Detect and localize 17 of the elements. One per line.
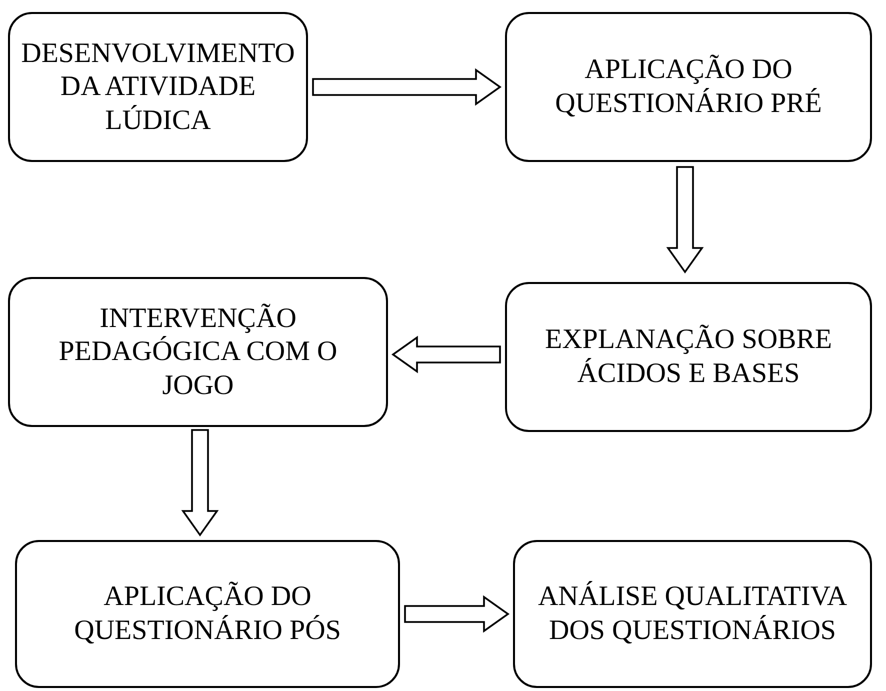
box-label: APLICAÇÃO DO QUESTIONÁRIO PÓS — [73, 580, 342, 648]
block-arrow — [666, 166, 704, 274]
block-arrow — [391, 336, 501, 374]
process-box — [505, 282, 872, 432]
box-label: ANÁLISE QUALITATIVA DOS QUESTIONÁRIOS — [536, 580, 848, 648]
box-label: EXPLANAÇÃO SOBRE ÁCIDOS E BASES — [544, 323, 834, 391]
block-arrow — [404, 595, 510, 633]
box-label: APLICAÇÃO DO QUESTIONÁRIO PRÉ — [554, 53, 823, 121]
process-box — [15, 540, 400, 688]
box-label: INTERVENÇÃO PEDAGÓGICA COM O JOGO — [58, 302, 338, 402]
block-arrow — [312, 68, 502, 106]
block-arrow — [181, 429, 219, 537]
process-box — [8, 277, 388, 427]
process-box — [505, 12, 872, 162]
process-box — [513, 540, 872, 688]
box-label: DESENVOLVIMENTO DA ATIVIDADE LÚDICA — [20, 36, 296, 138]
process-box — [8, 12, 308, 162]
